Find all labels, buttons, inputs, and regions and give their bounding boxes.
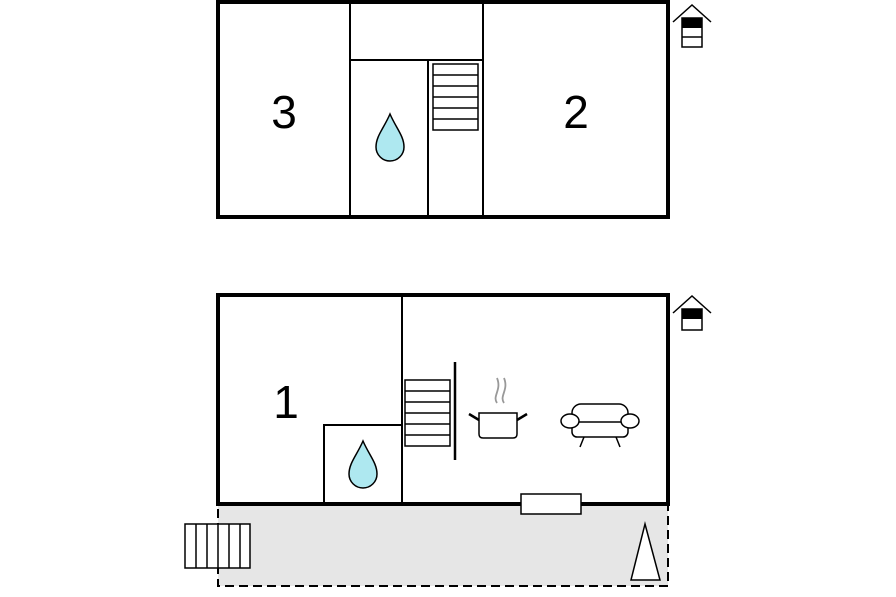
upper-floor: 3 2 [216, 0, 712, 219]
room-label-3: 3 [271, 86, 297, 138]
water-drop-icon [375, 112, 405, 162]
staircase-icon [404, 379, 451, 447]
house-floor-indicator-icon [672, 294, 712, 331]
water-drop-icon [348, 439, 378, 489]
tree-icon [630, 521, 661, 581]
bathroom-wall [323, 424, 403, 505]
ground-floor-outer-wall [216, 293, 670, 506]
ground-floor: 1 [184, 293, 712, 587]
cooking-pot-icon [468, 377, 528, 439]
upper-floor-outer-wall [216, 0, 670, 219]
staircase-icon [432, 63, 479, 131]
house-floor-indicator-icon [672, 3, 712, 48]
terrace-area [217, 503, 669, 587]
entrance-door [520, 493, 582, 515]
sofa-icon [560, 403, 640, 448]
entrance-steps-icon [184, 523, 251, 569]
room-label-1: 1 [273, 376, 299, 428]
room-label-2: 2 [563, 86, 589, 138]
